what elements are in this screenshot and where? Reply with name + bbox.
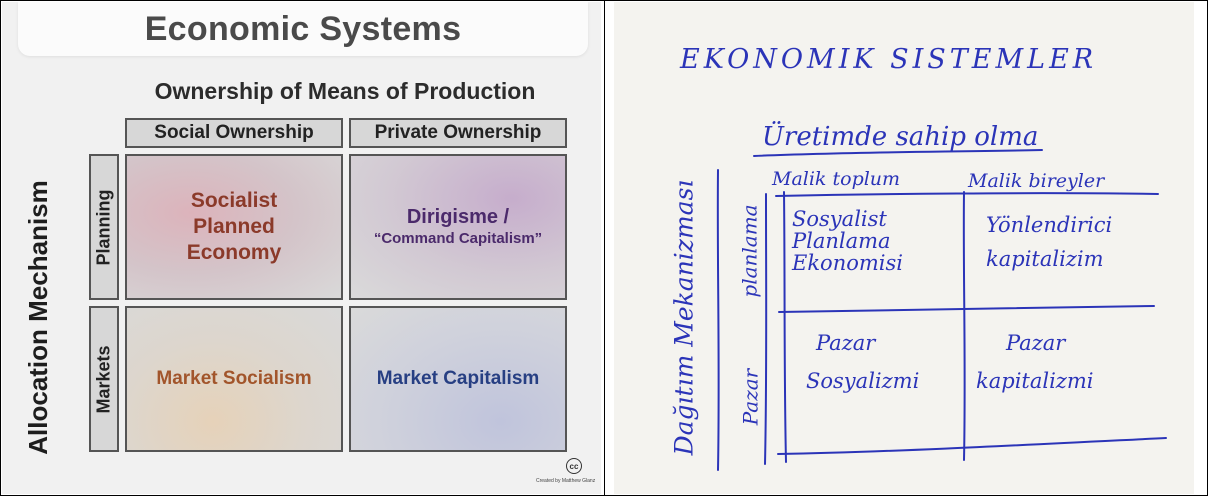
cell-dirigisme: Dirigisme / “Command Capitalism”: [349, 154, 567, 300]
axis-label-text: Allocation Mechanism: [22, 179, 53, 455]
cell-socialist-planned-economy: Socialist Planned Economy: [125, 154, 343, 300]
credit-text: Created by Matthew Glanz: [536, 478, 596, 484]
hand-cell-2: Yönlendirici kapitalizim: [986, 214, 1112, 270]
hand-cell-1-line2: Planlama: [792, 229, 891, 254]
cell-market-socialism: Market Socialism: [125, 306, 343, 452]
hand-title: EKONOMIK SISTEMLER: [680, 44, 1098, 75]
diagram-title: Economic Systems: [144, 9, 462, 48]
hand-cell-3: Pazar Sosyalizmi: [806, 332, 919, 392]
row-header-planning-text: Planning: [93, 189, 114, 265]
hand-column-header-1: Malik toplum: [772, 168, 901, 190]
grid-left-line: [783, 191, 787, 463]
column-header-social-ownership: Social Ownership: [125, 118, 343, 148]
row-header-markets-text: Markets: [93, 344, 114, 414]
hand-subtitle: Üretimde sahip olma: [762, 122, 1039, 152]
handwritten-grid-lines: [716, 149, 1167, 471]
hand-cell-2-line1: Yönlendirici: [986, 213, 1113, 237]
hand-row-header-1: planlama: [730, 186, 770, 316]
underline-subtitle: [753, 149, 1043, 157]
hand-axis-label: Dağıtım Mekanizması: [654, 152, 714, 482]
rows-vertical-line: [764, 193, 768, 465]
cc-icon: cc: [566, 458, 582, 474]
hand-cell-1-line3: Ekonomisi: [792, 251, 903, 276]
axis-vertical-line: [716, 169, 720, 471]
hand-cell-2-line2: kapitalizim: [986, 247, 1104, 272]
row-header-planning: Planning: [89, 154, 119, 300]
hand-cell-4-line2: kapitalizmi: [976, 369, 1094, 394]
grid-top-line: [775, 192, 1159, 197]
cell-text: Market Capitalism: [376, 368, 540, 390]
hand-row-header-2-text: Pazar: [738, 368, 763, 426]
cell-market-capitalism: Market Capitalism: [349, 306, 567, 452]
hand-cell-1: Sosyalist Planlama Ekonomisi: [792, 208, 903, 274]
allocation-mechanism-axis-label: Allocation Mechanism: [8, 152, 68, 482]
hand-axis-label-text: Dağıtım Mekanizması: [669, 179, 699, 455]
grid-middle-line: [962, 191, 966, 461]
cell-text: Market Socialism: [156, 368, 312, 390]
hand-cell-3-line2: Sosyalizmi: [806, 369, 920, 394]
row-header-markets: Markets: [89, 306, 119, 452]
title-banner: Economic Systems: [18, 2, 588, 56]
hand-column-header-2: Malik bireyler: [968, 170, 1105, 192]
panel-divider: [604, 0, 605, 496]
economic-systems-diagram: Economic Systems Ownership of Means of P…: [2, 2, 601, 494]
ownership-heading: Ownership of Means of Production: [154, 78, 536, 104]
hand-cell-3-line1: Pazar: [816, 331, 876, 355]
cell-text: Socialist Planned Economy: [186, 188, 282, 265]
cell-text-line2: “Command Capitalism”: [373, 230, 543, 248]
hand-cell-1-line1: Sosyalist: [792, 207, 887, 231]
hand-cell-4: Pazar kapitalizmi: [976, 332, 1094, 392]
column-header-private-ownership: Private Ownership: [349, 118, 567, 148]
grid-middle-horizontal: [778, 305, 1155, 313]
hand-row-header-2: Pazar: [730, 342, 770, 452]
hand-row-header-1-text: planlama: [738, 204, 762, 298]
grid-bottom-line: [777, 437, 1167, 455]
cell-text-line1: Dirigisme /: [406, 206, 510, 229]
hand-cell-4-line1: Pazar: [1006, 331, 1066, 355]
handwritten-note: EKONOMIK SISTEMLER Üretimde sahip olma M…: [614, 2, 1194, 494]
